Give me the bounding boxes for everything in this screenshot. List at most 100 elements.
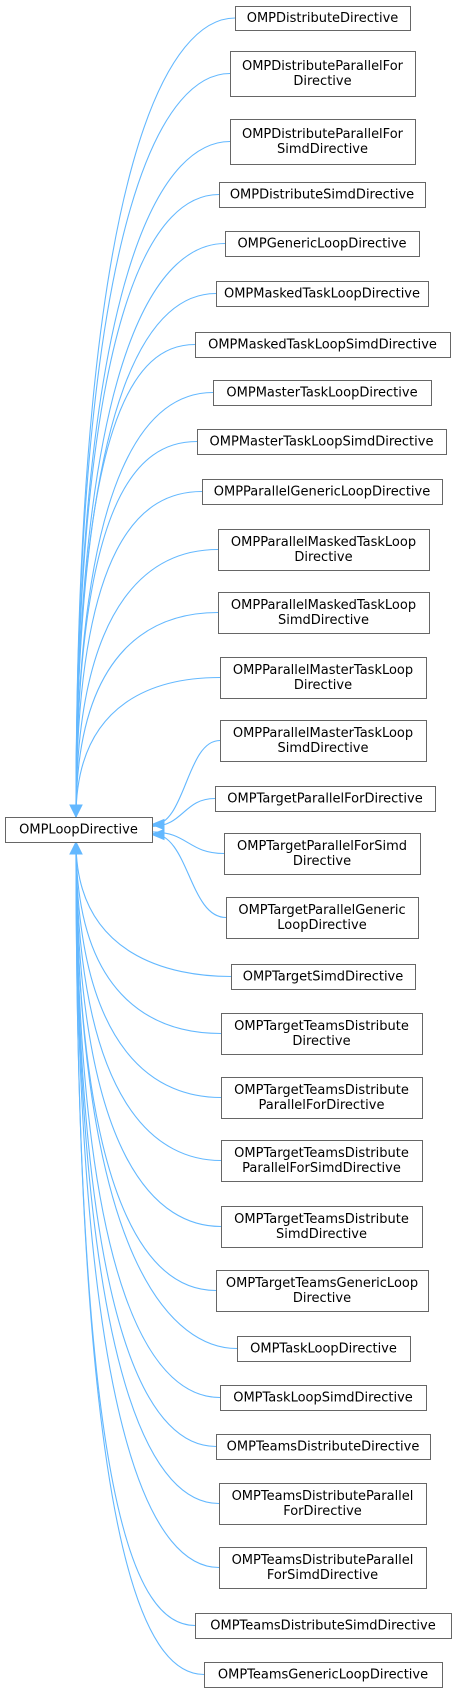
node-label: Directive (293, 74, 351, 89)
node-label: SimdDirective (277, 142, 368, 157)
node-label: Directive (293, 854, 351, 869)
node-label: OMPGenericLoopDirective (237, 237, 406, 252)
inheritance-edge (75, 841, 222, 1162)
node-box (219, 1483, 427, 1525)
derived-class-node[interactable]: OMPMaskedTaskLoopSimdDirective (195, 332, 451, 358)
inheritance-edge (75, 193, 220, 818)
inheritance-edge (75, 611, 219, 818)
derived-class-node[interactable]: OMPDistributeSimdDirective (219, 182, 426, 208)
node-box (219, 1547, 427, 1589)
derived-class-node[interactable]: OMPMasterTaskLoopDirective (213, 380, 432, 406)
node-label: SimdDirective (278, 613, 369, 628)
inheritance-edge (151, 739, 221, 827)
node-label: Directive (292, 1034, 350, 1049)
edges (69, 17, 238, 1676)
inheritance-edge (75, 841, 222, 1099)
node-box (237, 1336, 411, 1362)
derived-class-node[interactable]: OMPGenericLoopDirective (225, 231, 420, 257)
derived-class-node[interactable]: OMPTeamsGenericLoopDirective (204, 1662, 443, 1688)
derived-class-node[interactable]: OMPMasterTaskLoopSimdDirective (197, 429, 447, 455)
node-box (195, 1613, 452, 1639)
node-label: OMPDistributeParallelFor (242, 59, 404, 74)
node-box (197, 429, 447, 455)
derived-class-node[interactable]: OMPTargetTeamsDistributeParallelForSimdD… (221, 1140, 423, 1182)
inheritance-edge (75, 490, 203, 818)
node-label: OMPMasterTaskLoopSimdDirective (210, 435, 434, 450)
inheritance-edge (75, 841, 217, 1448)
node-label: OMPDistributeSimdDirective (230, 188, 414, 203)
inheritance-edge (75, 72, 231, 818)
derived-class-node[interactable]: OMPTeamsDistributeDirective (216, 1434, 431, 1460)
node-box (216, 1434, 431, 1460)
node-label: OMPTeamsDistributeSimdDirective (210, 1619, 435, 1634)
derived-class-node[interactable]: OMPMaskedTaskLoopDirective (216, 281, 429, 307)
node-box (221, 1013, 423, 1055)
node-label: OMPTeamsDistributeParallel (232, 1553, 414, 1568)
node-box (204, 1662, 443, 1688)
node-box (221, 1140, 423, 1182)
derived-class-node[interactable]: OMPTargetParallelForDirective (215, 786, 436, 812)
derived-class-node[interactable]: OMPTaskLoopDirective (237, 1336, 411, 1362)
node-box (230, 51, 416, 97)
inheritance-edge (75, 841, 220, 1569)
node-label: Directive (294, 678, 352, 693)
node-label: LoopDirective (277, 918, 366, 933)
node-label: ForSimdDirective (267, 1568, 378, 1583)
derived-class-node[interactable]: OMPTargetSimdDirective (231, 964, 416, 990)
node-label: ParallelForDirective (259, 1098, 385, 1113)
derived-class-node[interactable]: OMPTeamsDistributeSimdDirective (195, 1613, 452, 1639)
node-label: OMPDistributeDirective (247, 11, 399, 26)
node-label: OMPTargetParallelForDirective (227, 792, 422, 807)
arrowhead (69, 804, 83, 819)
inheritance-edge (75, 841, 238, 1350)
node-box (224, 833, 421, 875)
node-label: OMPParallelMasterTaskLoop (233, 663, 413, 678)
inheritance-edge (75, 841, 222, 1228)
inheritance-edge (75, 343, 196, 818)
derived-class-node[interactable]: OMPParallelGenericLoopDirective (202, 479, 443, 505)
base-class-node[interactable]: OMPLoopDirective (5, 817, 153, 843)
node-box (221, 1077, 423, 1119)
node-label: OMPTargetParallelGeneric (238, 903, 405, 918)
node-box (202, 479, 443, 505)
derived-class-node[interactable]: OMPTaskLoopSimdDirective (220, 1385, 427, 1411)
derived-class-node[interactable]: OMPTargetTeamsDistributeParallelForDirec… (221, 1077, 423, 1119)
node-label: OMPTaskLoopDirective (250, 1342, 397, 1357)
node-label: OMPParallelMasterTaskLoop (233, 726, 413, 741)
node-box (195, 332, 451, 358)
node-label: OMPTargetTeamsDistribute (234, 1019, 409, 1034)
node-box (5, 817, 153, 843)
inheritance-edge (75, 841, 205, 1676)
node-label: OMPLoopDirective (19, 823, 138, 838)
derived-class-node[interactable]: OMPDistributeDirective (235, 6, 411, 31)
node-box (218, 529, 430, 571)
node-label: OMPMaskedTaskLoopDirective (224, 287, 420, 302)
node-label: ParallelForSimdDirective (242, 1161, 401, 1176)
inheritance-edge (75, 548, 219, 818)
node-label: OMPParallelMaskedTaskLoop (231, 598, 416, 613)
node-label: OMPTargetTeamsGenericLoop (226, 1276, 418, 1291)
node-box (220, 657, 427, 699)
arrowhead (150, 828, 165, 841)
derived-class-node[interactable]: OMPTeamsDistributeParallelForSimdDirecti… (219, 1547, 427, 1589)
node-label: OMPTargetTeamsDistribute (234, 1146, 409, 1161)
node-label: OMPMasterTaskLoopDirective (226, 386, 417, 401)
node-box (220, 720, 427, 762)
inheritance-edge (75, 841, 222, 1035)
node-box (221, 1206, 423, 1248)
node-label: Directive (293, 1291, 351, 1306)
node-label: OMPTeamsDistributeDirective (227, 1440, 420, 1455)
